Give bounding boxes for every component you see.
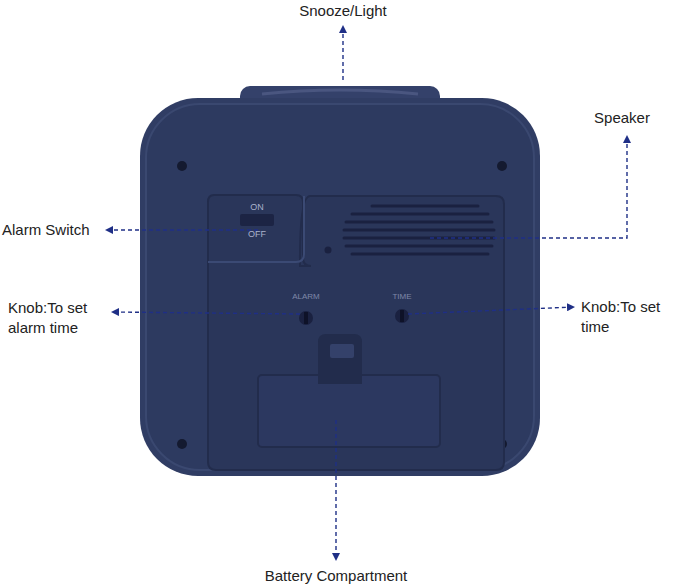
rear-recess	[208, 195, 504, 470]
alarm-knob	[299, 311, 313, 325]
callout-label: Knob:To set alarm time	[8, 298, 108, 339]
speaker-grille	[344, 206, 494, 254]
knob-marking: ALARM	[281, 292, 331, 303]
alarm-switch	[240, 214, 274, 226]
callout-label: Alarm Switch	[2, 220, 102, 240]
time-knob	[395, 309, 409, 323]
leader-lines	[106, 26, 627, 560]
callout-label: Knob:To set time	[581, 297, 677, 338]
clock-housing	[140, 98, 540, 476]
battery-cover	[258, 375, 440, 447]
callout-label: Speaker	[567, 108, 677, 128]
callout-label: Snooze/Light	[273, 1, 413, 21]
callout-label: Battery Compartment	[236, 566, 436, 586]
knob-marking: TIME	[382, 292, 422, 303]
switch-marking: ON	[242, 201, 272, 213]
switch-marking: OFF	[242, 228, 272, 240]
